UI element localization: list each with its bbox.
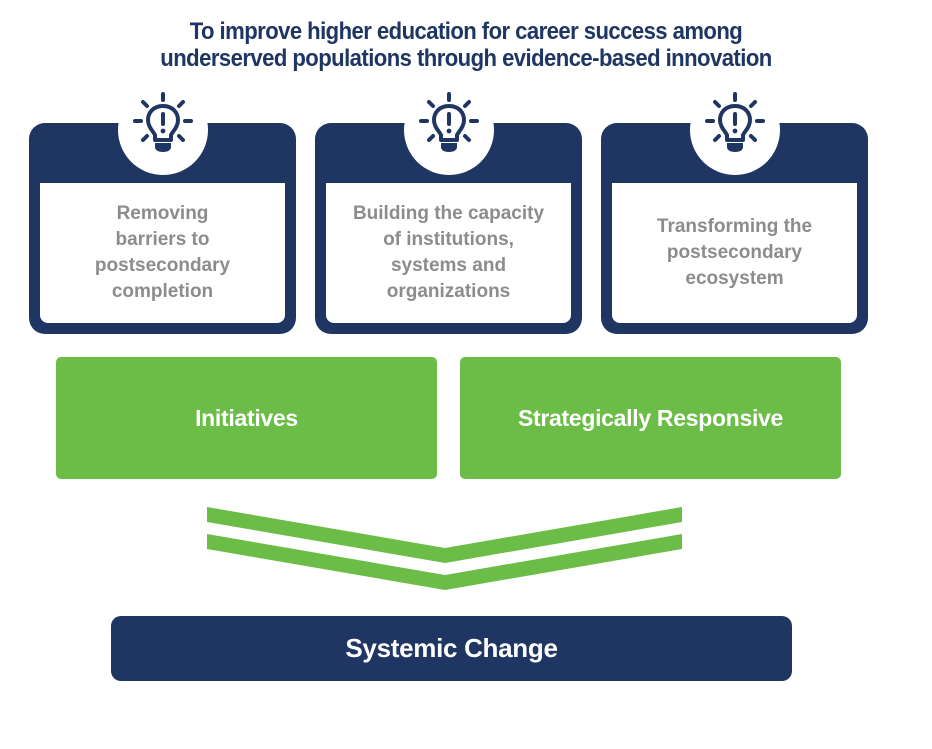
approach-box-strategically-responsive: Strategically Responsive	[460, 357, 841, 479]
pillar-card-body: Building the capacity of institutions, s…	[326, 183, 571, 323]
mission-statement: To improve higher education for career s…	[37, 18, 894, 72]
approach-label: Strategically Responsive	[517, 404, 784, 431]
chevron-band-upper	[207, 507, 682, 563]
mission-line-2: underserved populations through evidence…	[160, 45, 772, 72]
lightbulb-icon	[689, 85, 780, 175]
pillar-text-line: completion	[111, 281, 214, 302]
pillar-text-line: ecosystem	[685, 268, 784, 289]
approach-label: Initiatives	[195, 404, 298, 431]
pillar-text-line: postsecondary	[666, 242, 803, 263]
lightbulb-icon	[403, 85, 494, 175]
approach-box-initiatives: Initiatives	[56, 357, 437, 479]
mission-line-1: To improve higher education for career s…	[189, 18, 743, 45]
outcome-box-systemic-change: Systemic Change	[111, 616, 792, 681]
pillar-text-line: Transforming the	[656, 216, 813, 237]
pillar-card-body: Transforming the postsecondary ecosystem	[612, 183, 857, 323]
pillar-text-line: of institutions,	[383, 229, 514, 250]
pillar-card-removing-barriers: Removing barriers to postsecondary compl…	[29, 85, 296, 334]
pillar-card-body: Removing barriers to postsecondary compl…	[40, 183, 285, 323]
chevron-band-lower	[207, 534, 682, 590]
pillar-text-line: Removing	[116, 203, 209, 224]
pillar-text-line: barriers to	[115, 229, 210, 250]
pillar-text-line: Building the capacity	[352, 203, 545, 224]
pillar-card-building-capacity: Building the capacity of institutions, s…	[315, 85, 582, 334]
pillar-text-line: postsecondary	[94, 255, 231, 276]
pillar-card-transforming-ecosystem: Transforming the postsecondary ecosystem	[601, 85, 868, 334]
lightbulb-icon	[117, 85, 208, 175]
outcome-label: Systemic Change	[345, 633, 558, 663]
pillar-text-line: systems and	[390, 255, 507, 276]
pillar-text-line: organizations	[386, 281, 511, 302]
